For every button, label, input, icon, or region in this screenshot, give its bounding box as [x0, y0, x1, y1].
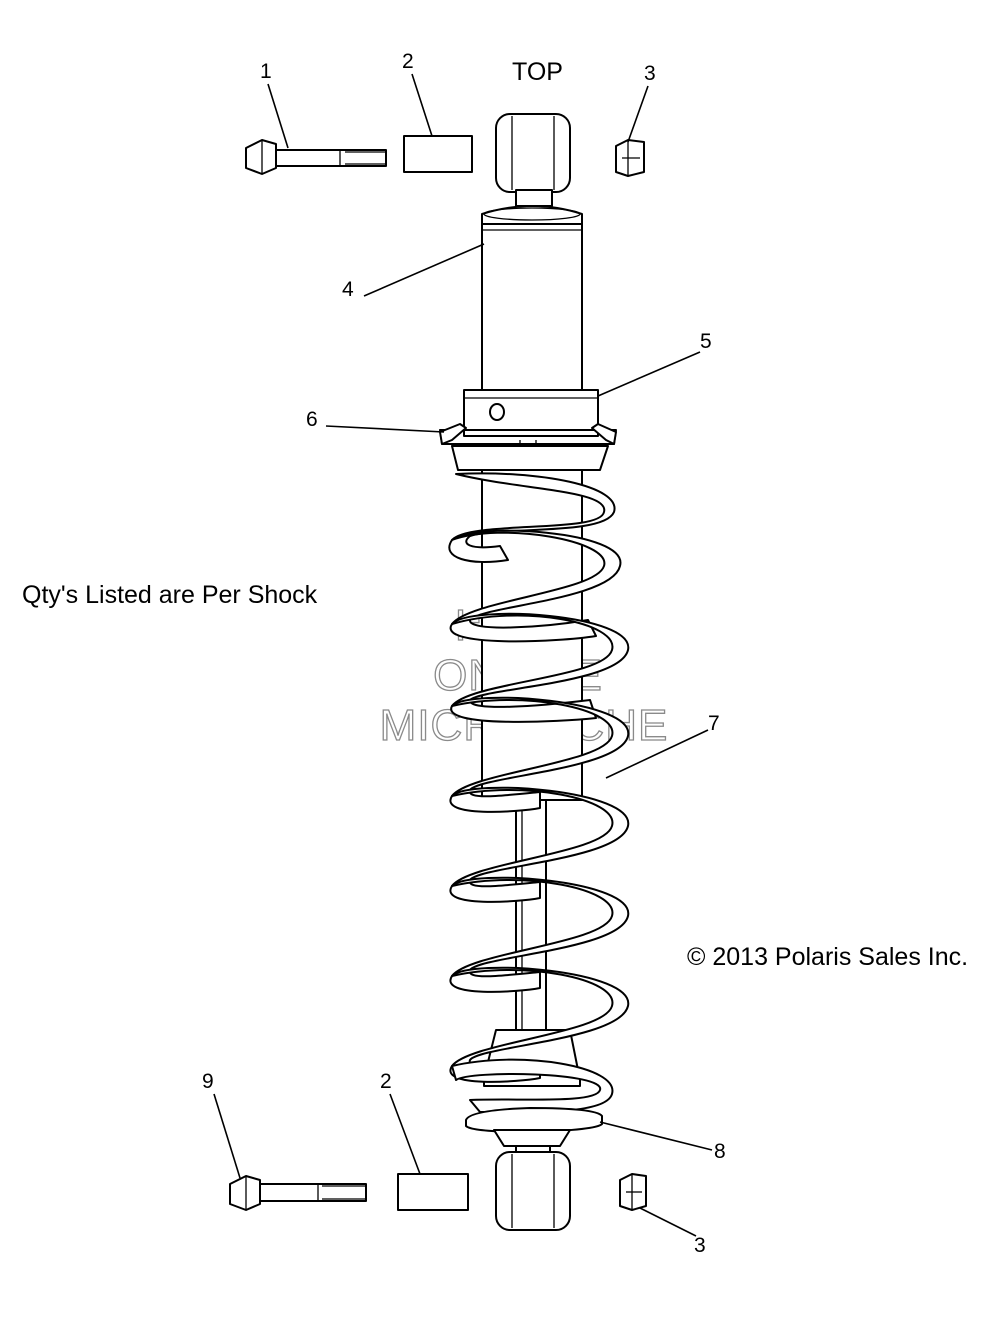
quantity-note: Qty's Listed are Per Shock: [22, 581, 318, 609]
top-label: TOP: [512, 58, 563, 86]
callout-8: 8: [714, 1140, 726, 1163]
callout-2-top: 2: [402, 50, 414, 73]
lower-spring-seat: [465, 1107, 603, 1147]
callout-3-top: 3: [644, 62, 656, 85]
adjuster-collar: [463, 389, 599, 431]
shock-body: [481, 205, 583, 391]
callout-1: 1: [260, 60, 272, 83]
spring-retainer: [439, 423, 617, 471]
callout-9: 9: [202, 1070, 214, 1093]
callout-4: 4: [342, 278, 354, 301]
bottom-nut: [619, 1173, 647, 1211]
copyright: © 2013 Polaris Sales Inc.: [687, 943, 968, 971]
coil-spring: [448, 472, 630, 1114]
top-bolt: [245, 139, 387, 175]
top-eyelet: [495, 113, 571, 207]
top-spacer: [403, 135, 473, 173]
damper-shaft: [515, 799, 547, 1031]
callout-6: 6: [306, 408, 318, 431]
bottom-spacer: [397, 1173, 469, 1211]
callout-2-bottom: 2: [380, 1070, 392, 1093]
leader-lines: [213, 73, 713, 1237]
callouts: 1 2 3 4 5 6 7 8 9 2 3: [202, 50, 726, 1257]
callout-7: 7: [708, 712, 720, 735]
top-nut: [615, 139, 645, 177]
bottom-eyelet: [495, 1145, 571, 1231]
callout-3-bottom: 3: [694, 1234, 706, 1257]
callout-5: 5: [700, 330, 712, 353]
bottom-bolt: [229, 1175, 367, 1211]
